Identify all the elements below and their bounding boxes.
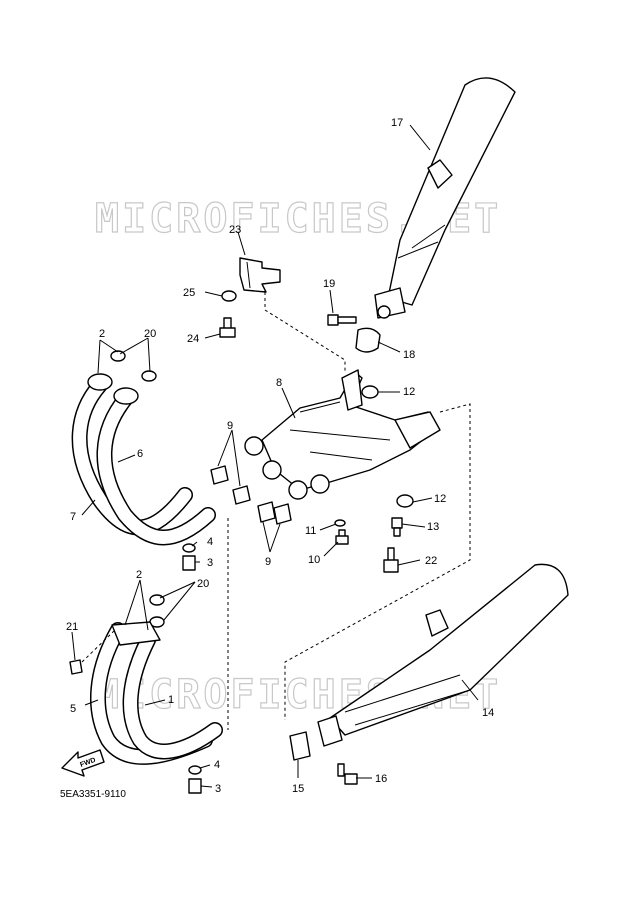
gasket-part-18[interactable] — [355, 327, 381, 353]
callout-15: 15 — [292, 783, 304, 795]
diagram-code: 5EA3351-9110 — [60, 789, 126, 800]
callout-4-upper: 4 — [207, 536, 213, 548]
leader-lines — [71, 124, 479, 788]
washer-part-4-lower[interactable] — [188, 765, 202, 775]
bracket-part-23[interactable] — [239, 257, 281, 293]
exhaust-pipe-part-1[interactable] — [111, 621, 223, 760]
callout-22: 22 — [425, 555, 437, 567]
bolt-part-22[interactable] — [383, 547, 399, 573]
callout-16: 16 — [375, 773, 387, 785]
callout-11: 11 — [305, 525, 316, 537]
callout-14: 14 — [482, 707, 494, 719]
bolt-part-10[interactable] — [335, 529, 349, 545]
callout-9-lower: 9 — [265, 556, 271, 568]
callout-3-lower: 3 — [215, 783, 221, 795]
callout-2-lower: 2 — [136, 569, 142, 581]
callout-3-upper: 3 — [207, 557, 213, 569]
callout-13: 13 — [427, 521, 439, 533]
callout-19: 19 — [323, 278, 335, 290]
bolt-part-16[interactable] — [337, 763, 358, 785]
callout-12-upper: 12 — [403, 386, 415, 398]
clip-part-21[interactable] — [69, 659, 83, 675]
callout-21: 21 — [66, 621, 78, 633]
nut-part-3-lower[interactable] — [188, 778, 202, 794]
callout-18: 18 — [403, 349, 415, 361]
exhaust-pipe-part-6[interactable] — [96, 387, 216, 546]
bolt-part-19[interactable] — [327, 314, 357, 326]
callout-12-lower: 12 — [434, 493, 446, 505]
callout-6: 6 — [137, 448, 143, 460]
callout-9-upper: 9 — [227, 420, 233, 432]
exhaust-pipe-part-7[interactable] — [71, 373, 193, 536]
callout-10: 10 — [308, 554, 320, 566]
callout-8: 8 — [276, 377, 282, 389]
gasket-part-15[interactable] — [289, 731, 311, 761]
bolt-part-24[interactable] — [219, 317, 236, 338]
gaskets-part-9-upper[interactable] — [210, 465, 251, 505]
callout-2-upper: 2 — [99, 328, 105, 340]
callout-23: 23 — [229, 224, 241, 236]
collector-part-8[interactable] — [244, 369, 441, 500]
callout-20-upper: 20 — [144, 328, 156, 340]
callout-17: 17 — [391, 117, 403, 129]
nut-part-3-upper[interactable] — [182, 555, 196, 571]
upper-muffler-part-17[interactable] — [374, 77, 516, 319]
gasket-part-20-b[interactable] — [141, 370, 157, 382]
callout-1: 1 — [168, 694, 174, 706]
callout-7: 7 — [70, 511, 76, 523]
gaskets-part-9-lower[interactable] — [257, 501, 292, 525]
callout-24: 24 — [187, 333, 199, 345]
bolt-part-13[interactable] — [391, 517, 403, 537]
fwd-arrow-icon: FWD — [61, 749, 105, 777]
callout-5: 5 — [70, 703, 76, 715]
gasket-part-12-lower[interactable] — [396, 494, 414, 508]
lower-muffler-part-14[interactable] — [317, 563, 569, 747]
nut-part-25[interactable] — [221, 290, 237, 302]
callout-20-lower: 20 — [197, 578, 209, 590]
callout-25: 25 — [183, 287, 195, 299]
gasket-part-20-c[interactable] — [149, 594, 165, 606]
callout-4-lower: 4 — [214, 759, 220, 771]
washer-part-11[interactable] — [334, 519, 346, 527]
gasket-part-12-upper[interactable] — [361, 385, 379, 399]
